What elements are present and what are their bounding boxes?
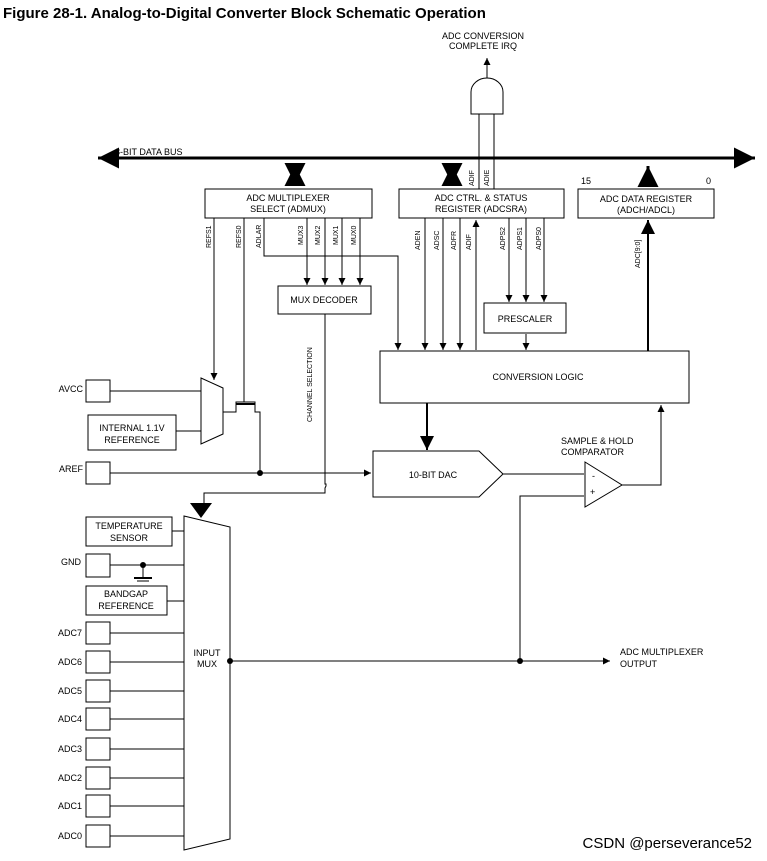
- admux-bit-mux3: MUX3: [298, 225, 305, 245]
- admux-bit-mux2: MUX2: [315, 225, 322, 245]
- gnd-label: GND: [61, 557, 82, 567]
- data-bus: 8-BIT DATA BUS: [98, 147, 755, 169]
- admux-bit-refs0: REFS0: [236, 225, 243, 248]
- admux-bit-adlar: ADLAR: [256, 225, 263, 248]
- adcsra-bit-adps2: ADPS2: [500, 227, 507, 250]
- adcsra-line1: ADC CTRL. & STATUS: [435, 193, 528, 203]
- channel-selection-path: CHANNEL SELECTION: [203, 314, 327, 510]
- adc0-label: ADC0: [58, 831, 82, 841]
- mux-decoder: MUX DECODER: [277, 285, 372, 315]
- adc-pin-7: ADC7: [58, 621, 184, 645]
- comparator-to-logic-link: [622, 405, 665, 486]
- internal-reference: INTERNAL 1.1V REFERENCE: [87, 414, 177, 451]
- avcc-label: AVCC: [59, 384, 84, 394]
- adc-pin-6: ADC6: [58, 650, 184, 674]
- admux-bit-refs1: REFS1: [206, 225, 213, 248]
- comparator-minus: -: [592, 471, 595, 481]
- admux-bit-mux1: MUX1: [333, 225, 340, 245]
- irq-and-gate: ADIF ADIE: [469, 58, 504, 190]
- adc3-label: ADC3: [58, 744, 82, 754]
- dac: 10-BIT DAC: [372, 450, 584, 498]
- adc6-label: ADC6: [58, 657, 82, 667]
- gnd-pin: GND: [61, 553, 184, 582]
- adc-data-line1: ADC DATA REGISTER: [600, 194, 693, 204]
- adc-mux-output-line1: ADC MULTIPLEXER: [620, 647, 704, 657]
- adcsra-bit-adsc: ADSC: [434, 231, 441, 250]
- adc-result-bus-label: ADC[9:0]: [635, 240, 642, 268]
- prescaler-label: PRESCALER: [498, 314, 553, 324]
- adcsra-bit-aden: ADEN: [415, 231, 422, 250]
- input-mux: INPUT MUX: [183, 503, 231, 851]
- data-bus-label: 8-BIT DATA BUS: [115, 147, 183, 157]
- dac-label: 10-BIT DAC: [409, 470, 458, 480]
- adc-data-register: ADC DATA REGISTER (ADCH/ADCL) 15 0: [577, 176, 715, 219]
- temp-sensor-line2: SENSOR: [110, 533, 149, 543]
- prescaler: PRESCALER: [483, 302, 567, 334]
- mux-decoder-label: MUX DECODER: [290, 295, 358, 305]
- adc5-label: ADC5: [58, 686, 82, 696]
- comparator-plus-input: [519, 495, 584, 661]
- adcsra-bit-adps1: ADPS1: [517, 227, 524, 250]
- register-wiring: [210, 218, 655, 392]
- channel-selection-label: CHANNEL SELECTION: [307, 347, 314, 422]
- adcsra-bit-adps0: ADPS0: [536, 227, 543, 250]
- irq-label-line2: COMPLETE IRQ: [449, 41, 517, 51]
- internal-ref-line2: REFERENCE: [104, 435, 160, 445]
- avcc-pin: AVCC: [59, 379, 111, 403]
- comparator-plus: +: [590, 487, 595, 497]
- comparator: - + SAMPLE & HOLD COMPARATOR: [561, 436, 634, 508]
- aref-switch: [223, 392, 261, 473]
- conversion-logic-label: CONVERSION LOGIC: [492, 372, 584, 382]
- admux-line1: ADC MULTIPLEXER: [246, 193, 330, 203]
- admux-bit-mux0: MUX0: [351, 225, 358, 245]
- adc1-label: ADC1: [58, 801, 82, 811]
- adc-mux-output-line2: OUTPUT: [620, 659, 658, 669]
- adc-pin-3: ADC3: [58, 737, 184, 761]
- adc-pin-4: ADC4: [58, 707, 184, 731]
- temp-sensor-line1: TEMPERATURE: [95, 521, 162, 531]
- bandgap-line1: BANDGAP: [104, 589, 148, 599]
- adc-pin-1: ADC1: [58, 794, 184, 818]
- sample-hold-line2: COMPARATOR: [561, 447, 625, 457]
- bandgap-reference: BANDGAP REFERENCE: [85, 585, 184, 616]
- aref-label: AREF: [59, 464, 84, 474]
- adcsra-register: ADC CTRL. & STATUS REGISTER (ADCSRA): [398, 188, 565, 219]
- input-mux-line1: INPUT: [194, 648, 222, 658]
- adif-bit-label: ADIF: [469, 170, 476, 186]
- adc4-label: ADC4: [58, 714, 82, 724]
- bandgap-line2: REFERENCE: [98, 601, 154, 611]
- input-mux-line2: MUX: [197, 659, 217, 669]
- adcsra-bit-adfr: ADFR: [451, 231, 458, 250]
- watermark: CSDN @perseverance52: [583, 835, 752, 852]
- adc-pin-0: ADC0: [58, 824, 184, 848]
- adcsra-line2: REGISTER (ADCSRA): [435, 204, 527, 214]
- sample-hold-line1: SAMPLE & HOLD: [561, 436, 634, 446]
- aref-pin: AREF: [59, 461, 371, 485]
- temperature-sensor: TEMPERATURE SENSOR: [85, 516, 184, 547]
- adc-data-line2: (ADCH/ADCL): [617, 205, 675, 215]
- adcsra-bit-adif: ADIF: [466, 234, 473, 250]
- figure-title: Figure 28-1. Analog-to-Digital Converter…: [3, 5, 486, 22]
- admux-line2: SELECT (ADMUX): [250, 204, 326, 214]
- adie-bit-label: ADIE: [484, 169, 491, 186]
- bit-0-label: 0: [706, 176, 711, 186]
- reference-mux: [110, 377, 224, 445]
- adc-pin-5: ADC5: [58, 679, 184, 703]
- conversion-logic: CONVERSION LOGIC: [379, 350, 690, 404]
- adc7-label: ADC7: [58, 628, 82, 638]
- internal-ref-line1: INTERNAL 1.1V: [99, 423, 164, 433]
- admux-register: ADC MULTIPLEXER SELECT (ADMUX): [204, 188, 373, 219]
- mux-output: ADC MULTIPLEXER OUTPUT: [227, 647, 704, 669]
- bit-15-label: 15: [581, 176, 591, 186]
- adc2-label: ADC2: [58, 773, 82, 783]
- adc-pin-2: ADC2: [58, 766, 184, 790]
- irq-label-line1: ADC CONVERSION: [442, 31, 524, 41]
